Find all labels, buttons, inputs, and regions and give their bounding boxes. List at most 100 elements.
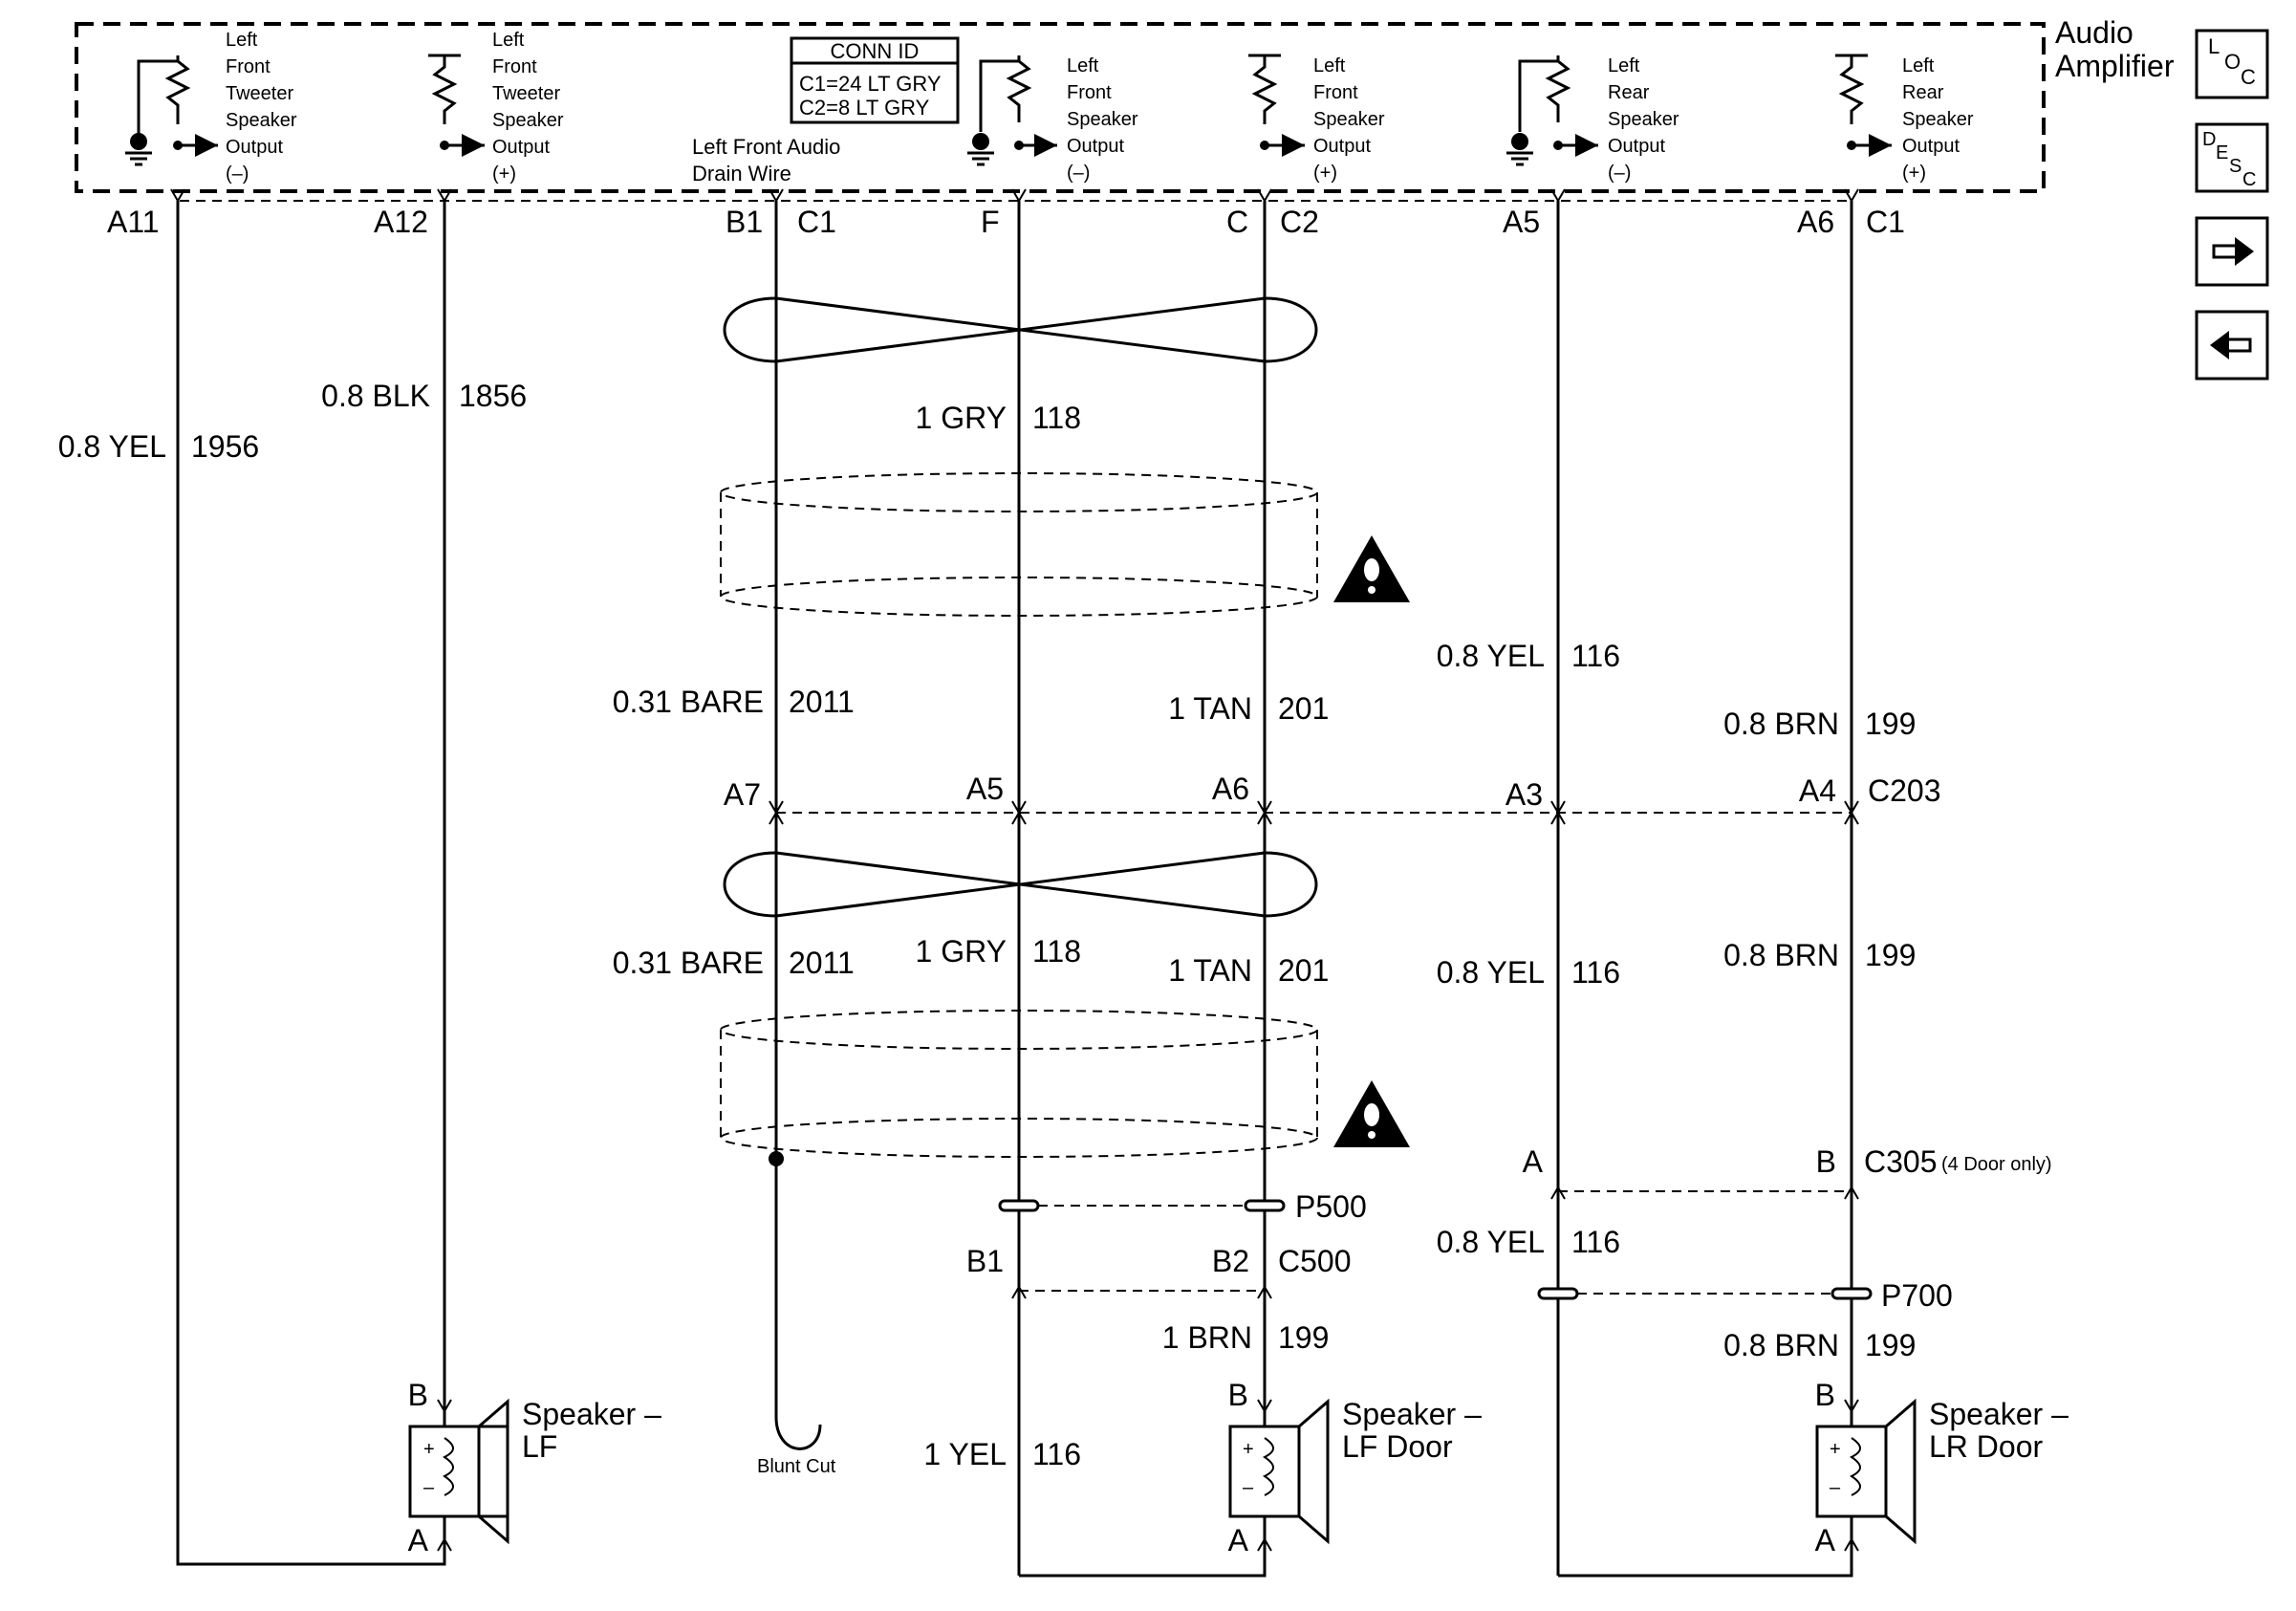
speaker-lf-door-pin-a: A: [1228, 1523, 1249, 1557]
wire-2011-color-top: 0.31 BARE: [613, 685, 764, 719]
shield-mid: [720, 1010, 1318, 1158]
desc-letter-e: E: [2216, 142, 2228, 163]
pin-a5: A5: [1503, 205, 1540, 239]
output-1-line-2: Front: [226, 56, 271, 77]
svg-text:–: –: [423, 1477, 435, 1498]
prev-button[interactable]: [2195, 310, 2269, 381]
output-1-line-3: Tweeter: [226, 83, 293, 104]
c305-pin-a: A: [1523, 1144, 1544, 1179]
output-5-line-1: Left: [1608, 55, 1640, 76]
wire-2011-color-mid: 0.31 BARE: [613, 946, 764, 980]
p700-label: P700: [1881, 1278, 1953, 1313]
wire-1856-color: 0.8 BLK: [321, 379, 430, 413]
output-2-line-6: (+): [492, 163, 516, 185]
wire-199-circuit-low: 199: [1865, 1328, 1916, 1362]
loc-letter-o: O: [2224, 50, 2241, 74]
drain-splice-dot: [769, 1151, 784, 1166]
p500-label: P500: [1295, 1189, 1367, 1224]
amplifier-title-line1: Audio: [2055, 15, 2134, 50]
output-1-line-1: Left: [226, 30, 258, 51]
pin-a11: A11: [107, 205, 160, 239]
conn-id-box: CONN ID C1=24 LT GRY C2=8 LT GRY: [790, 36, 960, 124]
wire-199-color-low: 0.8 BRN: [1723, 1328, 1839, 1362]
speaker-lf-name-1: Speaker –: [522, 1397, 661, 1431]
desc-letter-d: D: [2202, 129, 2216, 150]
wire-116-circuit-top: 116: [1571, 639, 1620, 673]
output-2-line-1: Left: [492, 30, 525, 51]
wire-116-circuit-mid: 116: [1571, 955, 1620, 990]
c305-name: C305: [1864, 1144, 1938, 1179]
wire-116-color-mid: 0.8 YEL: [1437, 955, 1545, 990]
wire-116-color-top: 0.8 YEL: [1437, 639, 1545, 673]
p500-connector: [998, 1199, 1286, 1212]
speaker-lf-name-2: LF: [522, 1429, 557, 1464]
wire-1856-circuit: 1856: [459, 379, 527, 413]
speaker-lf-pin-a: A: [408, 1523, 429, 1557]
wire-1956-circuit: 1956: [191, 429, 259, 464]
svg-text:+: +: [1243, 1439, 1254, 1460]
output-4-line-3: Speaker: [1313, 109, 1385, 130]
ground-icon: [967, 133, 994, 166]
wire-2011-circuit-mid: 2011: [789, 946, 855, 980]
speaker-lr-door-pin-a: A: [1815, 1523, 1836, 1557]
wire-199-circuit-mid: 199: [1865, 938, 1916, 972]
warning-icon: [1333, 535, 1410, 602]
wire-116-circuit-low: 116: [1571, 1225, 1620, 1259]
output-6-line-2: Rear: [1902, 82, 1944, 103]
desc-letter-c: C: [2242, 169, 2256, 190]
output-3-line-1: Left: [1067, 55, 1099, 76]
next-button[interactable]: [2195, 216, 2269, 287]
desc-letter-s: S: [2229, 156, 2242, 177]
warning-icon: [1333, 1080, 1410, 1147]
output-2-line-4: Speaker: [492, 110, 564, 131]
wire-116-circuit-door: 116: [1032, 1437, 1081, 1471]
loc-letter-c: C: [2241, 65, 2256, 89]
ground-icon: [1506, 133, 1533, 166]
svg-text:–: –: [1830, 1477, 1841, 1498]
wire-199-color-mid: 0.8 BRN: [1723, 938, 1839, 972]
pin-b1: B1: [726, 205, 763, 239]
blunt-cut-hook: [774, 1416, 822, 1450]
audio-amplifier: Audio Amplifier CONN ID C1=24 LT GRY C2=…: [75, 15, 2175, 193]
svg-text:+: +: [1830, 1439, 1841, 1460]
desc-button[interactable]: D E S C: [2195, 122, 2269, 193]
output-4-line-4: Output: [1313, 136, 1371, 157]
wire-201-circuit-mid: 201: [1278, 953, 1329, 988]
pin-a12: A12: [374, 205, 428, 239]
loc-button[interactable]: L O C: [2195, 29, 2269, 99]
c203-pin-a4: A4: [1799, 773, 1836, 808]
wire-199-circuit-top: 199: [1865, 707, 1916, 741]
ground-icon: [125, 133, 152, 166]
pin-c1-b: C1: [1866, 205, 1905, 239]
wire-118-circuit-mid: 118: [1032, 934, 1081, 969]
wire-lf-door-return: [1019, 1539, 1267, 1578]
pin-f: F: [981, 205, 1000, 239]
wire-199-color-c500: 1 BRN: [1162, 1320, 1252, 1355]
pin-c: C: [1226, 205, 1248, 239]
output-2-line-5: Output: [492, 137, 550, 158]
speaker-lr-door: + – B A Speaker – LR Door: [1815, 1378, 2069, 1557]
speaker-lf-door: + – B A Speaker – LF Door: [1228, 1378, 1482, 1557]
output-6-line-1: Left: [1902, 55, 1935, 76]
output-4-line-5: (+): [1313, 163, 1337, 184]
wire-2011-circuit-top: 2011: [789, 685, 855, 719]
c305-chevrons: [1550, 1186, 1859, 1200]
conn-id-title: CONN ID: [831, 39, 920, 63]
shield-top: [720, 472, 1318, 617]
wire-199-color-top: 0.8 BRN: [1723, 707, 1839, 741]
pin-c2: C2: [1280, 205, 1319, 239]
wire-199-circuit-c500: 199: [1278, 1320, 1329, 1355]
speaker-lr-door-pin-b: B: [1815, 1378, 1835, 1412]
output-2-line-3: Tweeter: [492, 83, 560, 104]
twisted-pair-top: [723, 296, 1318, 363]
speaker-lf-door-name-1: Speaker –: [1342, 1397, 1482, 1431]
c203-pin-a6: A6: [1212, 772, 1249, 806]
c203-pin-a3: A3: [1505, 777, 1543, 812]
